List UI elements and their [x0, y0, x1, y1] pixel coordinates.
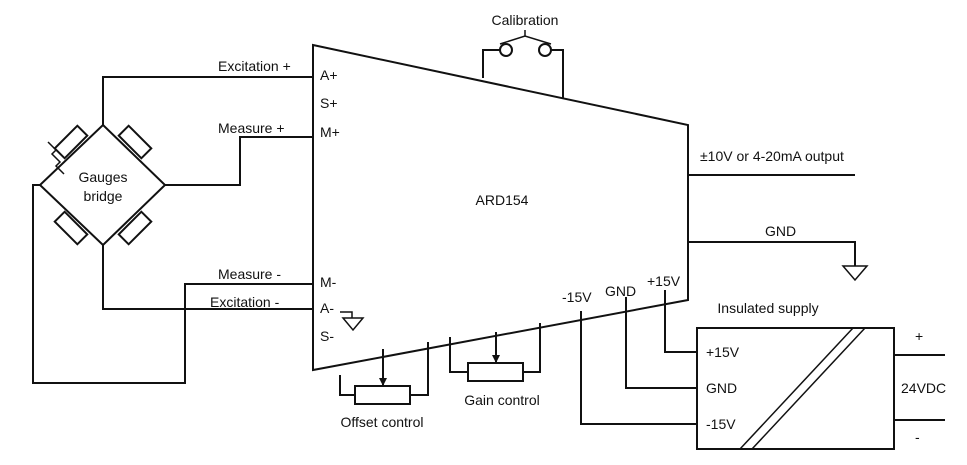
calibration-switch: Calibration — [482, 12, 564, 98]
gain-control-label: Gain control — [464, 392, 539, 408]
offset-control-label: Offset control — [340, 414, 423, 430]
pin-s-plus: S+ — [320, 95, 338, 111]
gauges-bridge: Gauges bridge — [38, 123, 167, 247]
isolation-line-1 — [739, 327, 854, 450]
pin-minus15-label: -15V — [562, 289, 592, 305]
pin-plus15-label: +15V — [647, 273, 681, 289]
plus15-wire — [664, 290, 697, 353]
calibration-label: Calibration — [492, 12, 559, 28]
supply-minus15-label: -15V — [706, 416, 736, 432]
ground-symbol-output — [841, 265, 869, 282]
output-gnd-wire — [688, 241, 856, 266]
output-signal-label: ±10V or 4-20mA output — [700, 148, 844, 164]
input-minus-sign: - — [915, 429, 920, 445]
pin-a-plus: A+ — [320, 67, 338, 83]
switch-contact-left — [499, 43, 513, 57]
supply-gnd-label: GND — [706, 380, 737, 396]
input-plus-sign: + — [915, 328, 923, 344]
excitation-plus-label: Excitation + — [218, 58, 291, 74]
amplifier-label: ARD154 — [476, 192, 529, 208]
supply-plus15-label: +15V — [706, 344, 740, 360]
gain-control-pot: Gain control — [449, 323, 541, 408]
output-gnd-label: GND — [765, 223, 796, 239]
pin-s-minus: S- — [320, 328, 334, 344]
minus15-wire — [580, 311, 697, 425]
offset-pot-resistor — [354, 385, 411, 405]
switch-lever — [499, 35, 552, 45]
switch-contact-right — [538, 43, 552, 57]
excitation-minus-label: Excitation - — [210, 294, 280, 310]
excitation-plus-wire — [102, 76, 313, 125]
amplifier-body — [312, 43, 689, 372]
ground-symbol-internal — [340, 311, 365, 332]
gain-pot-wiper — [492, 355, 500, 363]
measure-plus-wire — [165, 136, 313, 186]
gauge-resistor-br — [117, 210, 153, 246]
bridge-label-line2: bridge — [84, 188, 123, 204]
gnd-supply-wire — [625, 297, 697, 389]
measure-plus-label: Measure + — [218, 120, 285, 136]
gauge-resistor-bl — [53, 210, 89, 246]
measure-minus-label: Measure - — [218, 266, 281, 282]
measure-minus-wire — [32, 184, 313, 384]
gauge-resistor-tr — [117, 124, 153, 160]
pin-m-plus: M+ — [320, 124, 340, 140]
bridge-diamond — [38, 123, 167, 247]
pin-gnd-label: GND — [605, 283, 636, 299]
supply-input-label: 24VDC — [901, 380, 946, 396]
offset-pot-wiper — [379, 378, 387, 386]
gain-pot-resistor — [467, 362, 524, 382]
offset-control-pot: Offset control — [339, 342, 429, 430]
insulated-supply-title: Insulated supply — [717, 300, 818, 316]
pin-a-minus: A- — [320, 300, 334, 316]
excitation-minus-wire — [102, 245, 313, 310]
gauge-resistor-tl — [53, 124, 89, 160]
bridge-label-line1: Gauges — [78, 169, 127, 185]
isolation-line-2 — [751, 327, 866, 450]
pin-m-minus: M- — [320, 274, 337, 290]
